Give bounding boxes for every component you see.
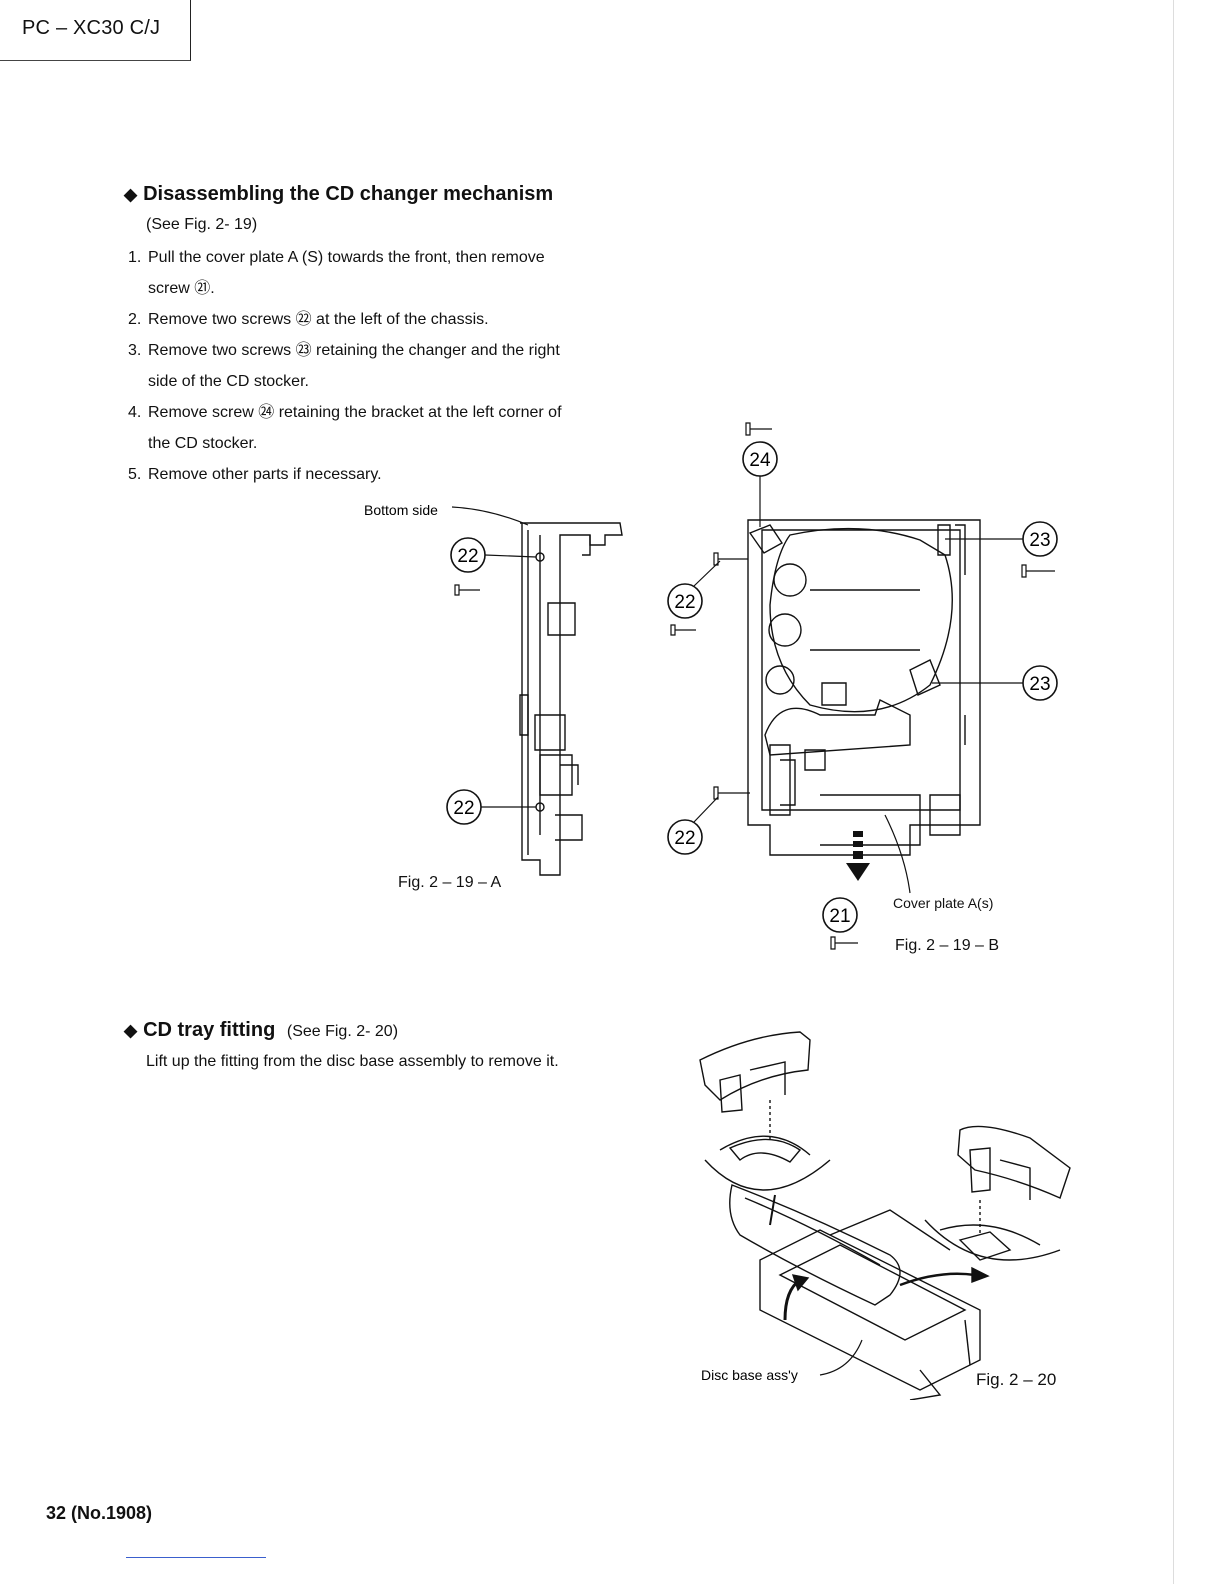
svg-text:22: 22 (453, 798, 474, 819)
down-arrow-icon (846, 831, 870, 881)
svg-text:22: 22 (674, 592, 695, 613)
fig-2-20-caption: Fig. 2 – 20 (976, 1370, 1057, 1389)
step-2: 2.Remove two screws ㉒ at the left of the… (128, 311, 489, 328)
section-title-cd-tray: ◆ CD tray fitting (See Fig. 2- 20) (124, 1019, 398, 1042)
steps-list: 1.Pull the cover plate A (S) towards the… (128, 242, 648, 490)
callout-22-bottom: 22 (446, 789, 536, 825)
header-box (0, 0, 191, 61)
svg-text:23: 23 (1029, 530, 1050, 551)
figure-2-20: Disc base ass'y (699, 1031, 1071, 1400)
side-bracket-drawing (519, 522, 623, 876)
screw-icon (670, 624, 696, 636)
callout-21: 21 (822, 897, 858, 933)
model-number: PC – XC30 C/J (22, 17, 161, 39)
section2-ref: (See Fig. 2- 20) (286, 1023, 399, 1040)
screw-icon (713, 786, 750, 800)
svg-text:24: 24 (749, 450, 771, 471)
step-1: 1.Pull the cover plate A (S) towards the… (128, 249, 545, 297)
callout-22-left-top: 22 (667, 560, 721, 619)
bottom-rule (126, 1557, 266, 1558)
screw-icon (1021, 564, 1055, 578)
cover-plate-label: Cover plate A(s) (893, 895, 994, 911)
fig-2-19-b-caption: Fig. 2 – 19 – B (895, 937, 1000, 954)
section1-title-text: Disassembling the CD changer mechanism (143, 183, 554, 205)
callout-22-left-bottom: 22 (667, 796, 719, 855)
svg-text:22: 22 (674, 828, 695, 849)
changer-mechanism-drawing (747, 519, 981, 856)
svg-text:23: 23 (1029, 674, 1050, 695)
fig-2-19-a-caption: Fig. 2 – 19 – A (398, 874, 502, 891)
svg-text:21: 21 (829, 906, 850, 927)
diamond-bullet-icon: ◆ (124, 1021, 138, 1040)
step-3: 3.Remove two screws ㉓ retaining the chan… (128, 342, 560, 390)
section2-text: Lift up the fitting from the disc base a… (146, 1053, 559, 1070)
scan-edge-line (1173, 0, 1174, 1584)
screw-icon (830, 936, 858, 950)
screw-icon (454, 584, 480, 596)
page-number: 32 (No.1908) (46, 1503, 153, 1523)
bottom-side-label: Bottom side (364, 502, 438, 518)
callout-23-mid: 23 (932, 665, 1058, 701)
section2-title-text: CD tray fitting (143, 1019, 276, 1041)
diamond-bullet-icon: ◆ (124, 185, 138, 204)
tray-fitting-drawing (699, 1031, 1071, 1400)
callout-24: 24 (742, 441, 778, 527)
screw-icon (745, 422, 772, 436)
figure-2-19-a: Bottom side 22 22 (364, 502, 623, 876)
section1-ref: (See Fig. 2- 19) (146, 216, 258, 233)
section-title-disassembling: ◆ Disassembling the CD changer mechanism (124, 183, 553, 206)
step-5: 5.Remove other parts if necessary. (128, 466, 382, 483)
disc-base-label: Disc base ass'y (701, 1367, 798, 1383)
figure-2-19-b: 24 22 2 (667, 422, 1058, 950)
callout-23-top: 23 (945, 521, 1058, 557)
step-4: 4.Remove screw ㉔ retaining the bracket a… (128, 404, 562, 452)
callout-22-top: 22 (450, 537, 537, 573)
svg-text:22: 22 (457, 546, 478, 567)
screw-icon (713, 552, 748, 566)
